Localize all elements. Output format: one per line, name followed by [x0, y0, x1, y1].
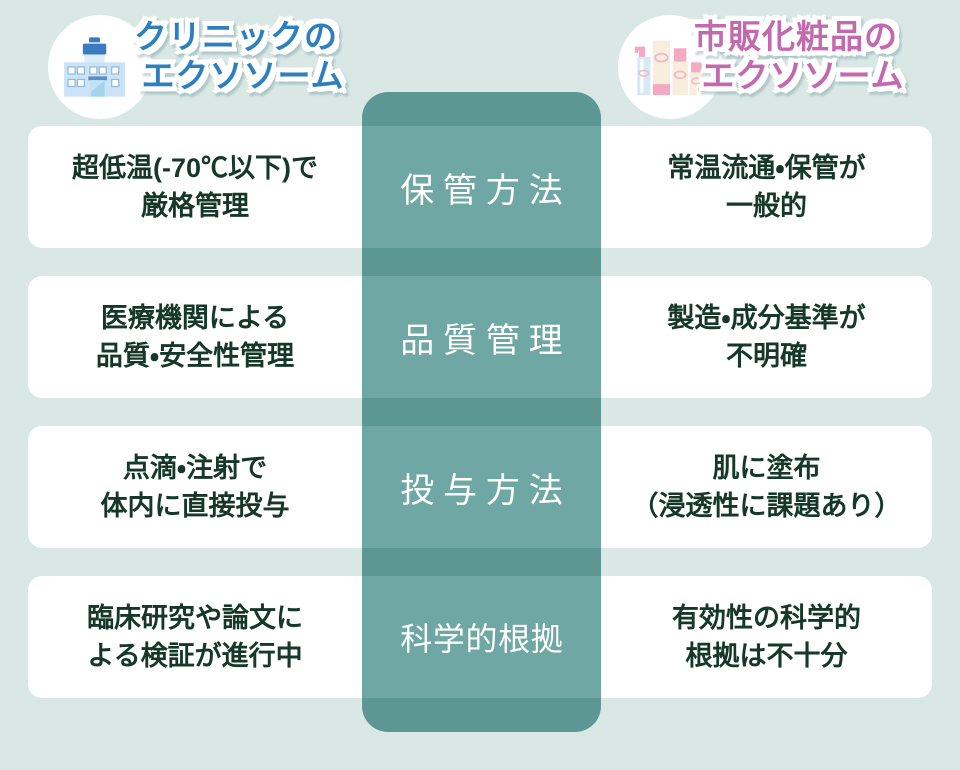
clinic-quality-line2: 品質・安全性管理 [95, 341, 295, 371]
category-band-evidence: 科学的根拠 [362, 576, 601, 698]
clinic-evidence-line2: よる検証が進行中 [87, 641, 303, 671]
hospital-icon-circle [48, 15, 152, 119]
market-cell-storage: 常温流通・保管が 一般的 [601, 126, 932, 248]
category-label-evidence: 科学的根拠 [400, 620, 564, 658]
category-band-storage: 保管方法 [362, 126, 601, 248]
clinic-title-line1: クリニックの [134, 18, 338, 55]
category-column: 保管方法 品質管理 投与方法 科学的根拠 [362, 92, 601, 732]
market-cell-administration: 肌に塗布 （浸透性に課題あり） [601, 426, 932, 548]
hospital-icon [64, 36, 125, 97]
clinic-quality-line1: 医療機関による [100, 302, 290, 333]
category-band-quality: 品質管理 [362, 276, 601, 398]
market-quality-line2: 不明確 [726, 341, 807, 371]
clinic-administration-line2: 体内に直接投与 [100, 491, 290, 521]
clinic-cell-administration: 点滴・注射で 体内に直接投与 [28, 426, 362, 548]
clinic-storage-line2: 厳格管理 [141, 191, 249, 221]
clinic-evidence-line1: 臨床研究や論文に [87, 602, 303, 633]
market-cell-quality: 製造・成分基準が 不明確 [601, 276, 932, 398]
clinic-cell-quality: 医療機関による 品質・安全性管理 [28, 276, 362, 398]
market-title-line2: エクソソーム [701, 55, 905, 95]
clinic-administration-line1: 点滴・注射で [122, 452, 268, 483]
cosmetics-icon [634, 40, 709, 96]
market-quality-line1: 製造・成分基準が [667, 302, 866, 333]
category-label-administration: 投与方法 [400, 470, 572, 511]
clinic-storage-line1: 超低温(-70℃以下)で [71, 152, 318, 183]
market-evidence-line1: 有効性の科学的 [672, 602, 861, 633]
market-storage-line1: 常温流通・保管が [667, 152, 866, 183]
market-evidence-line2: 根拠は不十分 [685, 641, 848, 671]
market-cell-evidence: 有効性の科学的 根拠は不十分 [601, 576, 932, 698]
category-band-administration: 投与方法 [362, 426, 601, 548]
market-administration-line1: 肌に塗布 [712, 452, 821, 483]
market-administration-line2: （浸透性に課題あり） [631, 491, 902, 521]
category-label-quality: 品質管理 [400, 320, 572, 361]
clinic-cell-storage: 超低温(-70℃以下)で 厳格管理 [28, 126, 362, 248]
clinic-title-line2: エクソソーム [141, 56, 345, 94]
clinic-header-title: クリニックの エクソソーム [112, 18, 360, 95]
market-title-line1: 市販化粧品の [694, 17, 898, 56]
market-storage-line2: 一般的 [726, 191, 807, 221]
cosmetics-icon-circle [618, 15, 722, 119]
category-label-storage: 保管方法 [400, 170, 572, 211]
clinic-cell-evidence: 臨床研究や論文に よる検証が進行中 [28, 576, 362, 698]
market-header-title: 市販化粧品の エクソソーム [672, 17, 920, 95]
